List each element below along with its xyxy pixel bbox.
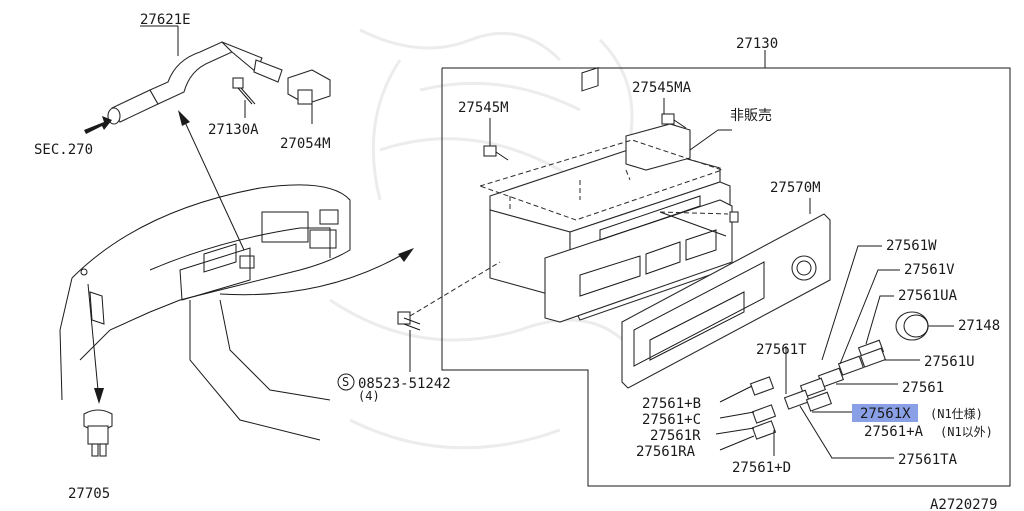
label-27561-d[interactable]: 27561+D xyxy=(732,460,791,476)
sec270-arrow-icon xyxy=(84,116,112,134)
label-27148[interactable]: 27148 xyxy=(958,318,1000,334)
label-sec270[interactable]: SEC.270 xyxy=(34,142,93,158)
label-27561w[interactable]: 27561W xyxy=(886,238,937,254)
label-27561ua[interactable]: 27561UA xyxy=(898,288,958,304)
sensor-27054m xyxy=(287,69,331,105)
bolt-08523-51242 xyxy=(397,311,421,372)
label-27545ma[interactable]: 27545MA xyxy=(632,80,692,96)
sensor-27705 xyxy=(83,409,113,457)
label-27570m[interactable]: 27570M xyxy=(770,180,821,196)
label-27561u[interactable]: 27561U xyxy=(924,354,975,370)
screw-27545ma xyxy=(661,113,687,129)
label-08523-51242[interactable]: 08523-51242 xyxy=(358,376,451,392)
control-unit-27130 xyxy=(489,67,733,323)
label-27561ra[interactable]: 27561RA xyxy=(636,444,696,460)
label-27130[interactable]: 27130 xyxy=(736,36,778,52)
label-not-for-sale: 非販売 xyxy=(730,108,772,124)
highlight-27561x xyxy=(852,404,918,422)
label-27561-a[interactable]: 27561+A xyxy=(864,424,924,440)
label-27705[interactable]: 27705 xyxy=(68,486,110,502)
bezel-27570m xyxy=(621,211,831,389)
label-27054m[interactable]: 27054M xyxy=(280,136,331,152)
label-27561ta[interactable]: 27561TA xyxy=(898,452,958,468)
label-qty-4: (4) xyxy=(358,389,380,403)
dashboard-outline xyxy=(59,184,351,441)
screw-27130a xyxy=(232,77,256,105)
label-s-mark: S xyxy=(342,375,349,389)
label-27561x[interactable]: 27561X xyxy=(860,406,911,422)
leader-lines xyxy=(715,245,920,459)
label-27561r[interactable]: 27561R xyxy=(650,428,701,444)
label-27545m[interactable]: 27545M xyxy=(458,100,509,116)
label-27561t[interactable]: 27561T xyxy=(756,342,807,358)
button-set xyxy=(749,339,887,440)
screw-symbol-icon xyxy=(337,373,355,391)
aspirator-hose xyxy=(107,41,283,125)
label-27561-b[interactable]: 27561+B xyxy=(642,396,701,412)
label-27621e[interactable]: 27621E xyxy=(140,12,191,28)
label-27561x-note: (N1仕様) xyxy=(930,407,983,421)
callout-arrows xyxy=(87,110,414,404)
label-27561-a-note: (N1以外) xyxy=(940,425,993,439)
label-27130a[interactable]: 27130A xyxy=(208,122,259,138)
label-27561[interactable]: 27561 xyxy=(902,380,944,396)
label-27561v[interactable]: 27561V xyxy=(904,262,955,278)
assembly-guides xyxy=(409,139,729,317)
assembly-boundary xyxy=(441,67,1011,487)
knob-27148 xyxy=(895,311,929,341)
watermark-emblem xyxy=(329,28,642,450)
label-27561-c[interactable]: 27561+C xyxy=(642,412,701,428)
diagram-id: A2720279 xyxy=(930,497,997,511)
